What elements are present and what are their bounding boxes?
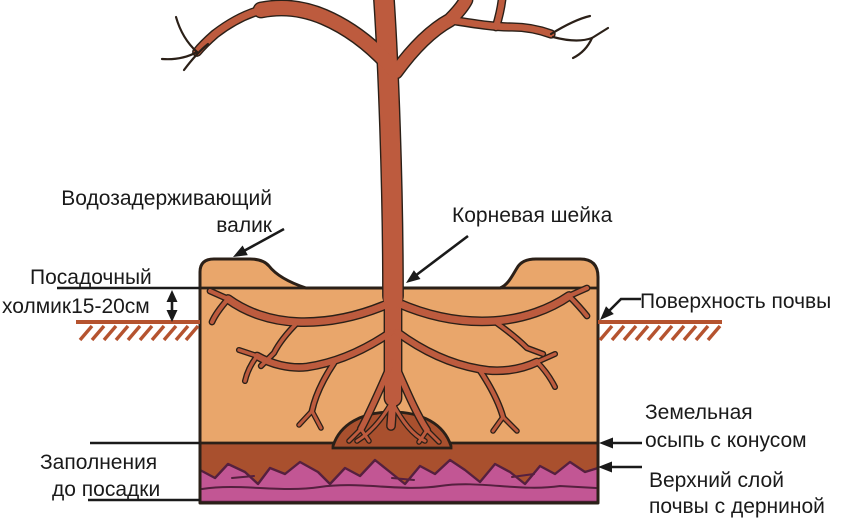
label-top-layer-line2: почвы с дерниной [649, 495, 825, 518]
label-earth-cone-line1: Земельная [645, 401, 753, 424]
soil-surface-arrow [600, 297, 641, 320]
surface-hatch-left [76, 320, 200, 342]
surface-hatch-right [598, 320, 722, 342]
water-ridge-arrow [233, 227, 285, 257]
label-water-ridge-line1: Водозадерживающий [61, 187, 272, 210]
turf-crack-line-2 [231, 473, 535, 481]
label-planting-mound-line1: Посадочный [30, 266, 152, 289]
turf-layer [198, 458, 600, 504]
label-root-collar: Корневая шейка [452, 204, 613, 227]
earth-cone-arrow [599, 437, 642, 449]
label-water-ridge-line2: валик [216, 214, 273, 237]
annotations [57, 227, 642, 502]
label-soil-surface: Поверхность почвы [640, 290, 831, 313]
root-collar-arrow [406, 234, 469, 283]
label-fill-before-line2: до посадки [52, 478, 160, 501]
tree-fills [193, 0, 555, 309]
turf-layer-arrow [598, 461, 642, 473]
tree [160, 0, 610, 309]
turf-crack-line [201, 483, 597, 490]
mound-height-measure-arrow [166, 290, 178, 322]
turf-rocks [198, 458, 600, 504]
label-earth-cone-line2: осыпь с конусом [645, 429, 807, 452]
label-fill-before-line1: Заполнения [40, 451, 157, 474]
branch-twigs [160, 14, 610, 72]
label-planting-mound-line2: холмик15-20см [2, 295, 150, 318]
label-top-layer-line1: Верхний слой [649, 469, 784, 492]
labels: Водозадерживающий валик Корневая шейка П… [2, 187, 831, 518]
